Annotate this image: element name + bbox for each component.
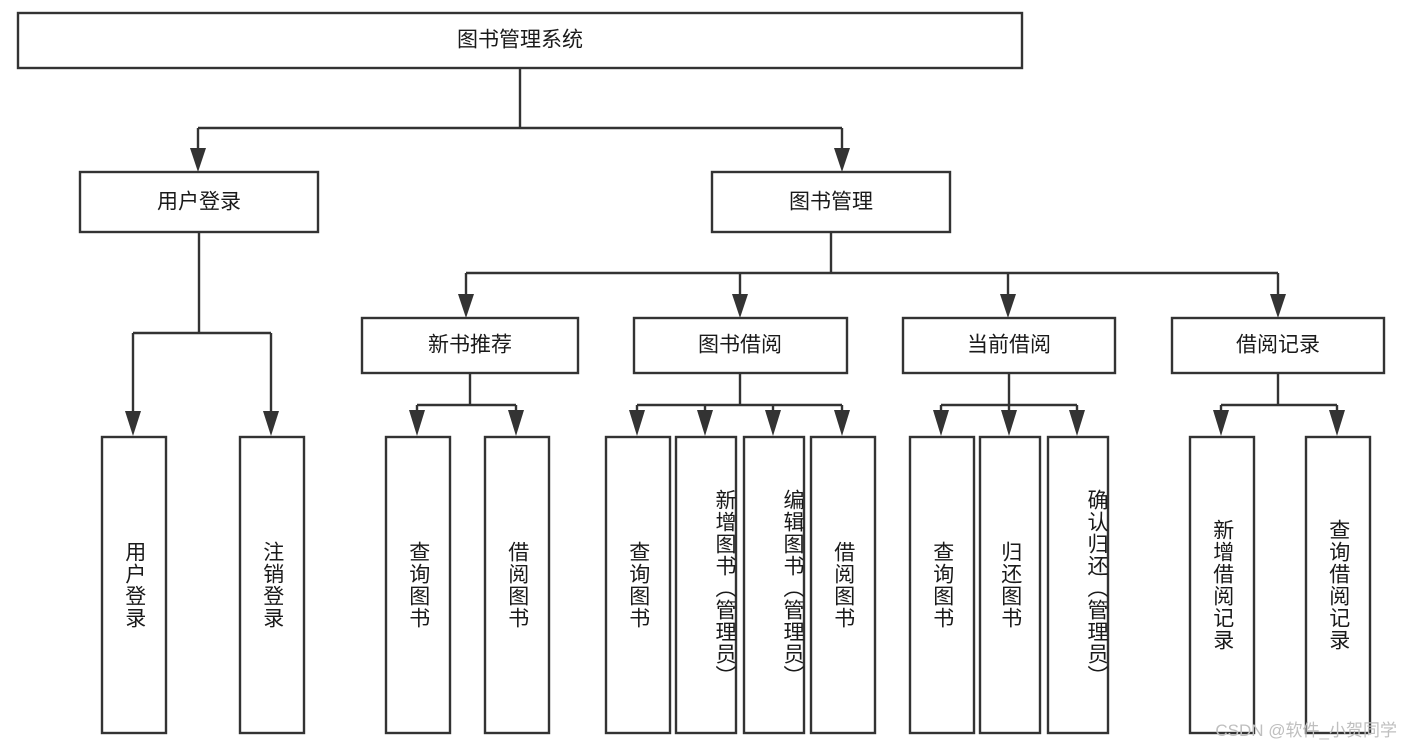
- connector-book-management-children: [458, 232, 1286, 318]
- leaf-box-borrow-book-2: [809, 435, 877, 735]
- leaf-box-query-book-2: [604, 435, 672, 735]
- node-new-book-recommend[interactable]: 新书推荐: [360, 316, 580, 375]
- node-borrow-record[interactable]: 借阅记录: [1170, 316, 1386, 375]
- watermark-text: CSDN @软件_小贺同学: [1215, 721, 1397, 740]
- leaf-box-query-book-3: [908, 435, 976, 735]
- leaf-boxes: [100, 435, 1372, 735]
- node-label: 当前借阅: [967, 334, 1051, 357]
- leaf-box-user-login: [100, 435, 168, 735]
- connector-new-book-recommend-children: [409, 373, 524, 436]
- node-book-management[interactable]: 图书管理: [710, 170, 952, 234]
- node-label: 图书管理: [789, 191, 873, 214]
- node-label: 用户登录: [157, 191, 241, 214]
- leaf-box-borrow-book-1: [483, 435, 551, 735]
- node-user-login[interactable]: 用户登录: [78, 170, 320, 234]
- connector-root-to-level2: [190, 68, 850, 172]
- connector-current-borrow-children: [933, 373, 1085, 436]
- node-label: 图书管理系统: [457, 29, 583, 52]
- leaf-box-query-book-1: [384, 435, 452, 735]
- node-label: 借阅记录: [1236, 334, 1320, 357]
- node-book-borrow[interactable]: 图书借阅: [632, 316, 849, 375]
- connector-borrow-record-children: [1213, 373, 1345, 436]
- leaf-box-logout: [238, 435, 306, 735]
- node-label: 图书借阅: [698, 334, 782, 357]
- leaf-box-edit-book: [742, 435, 806, 735]
- leaf-box-add-record: [1188, 435, 1256, 735]
- leaf-box-add-book: [674, 435, 738, 735]
- leaf-box-query-record: [1304, 435, 1372, 735]
- node-current-borrow[interactable]: 当前借阅: [901, 316, 1117, 375]
- node-root-system[interactable]: 图书管理系统: [16, 11, 1024, 70]
- node-label: 新书推荐: [428, 334, 512, 357]
- leaf-box-return-book: [978, 435, 1042, 735]
- connector-user-login-children: [125, 232, 279, 436]
- leaf-box-confirm-return: [1046, 435, 1110, 735]
- connector-book-borrow-children: [629, 373, 850, 436]
